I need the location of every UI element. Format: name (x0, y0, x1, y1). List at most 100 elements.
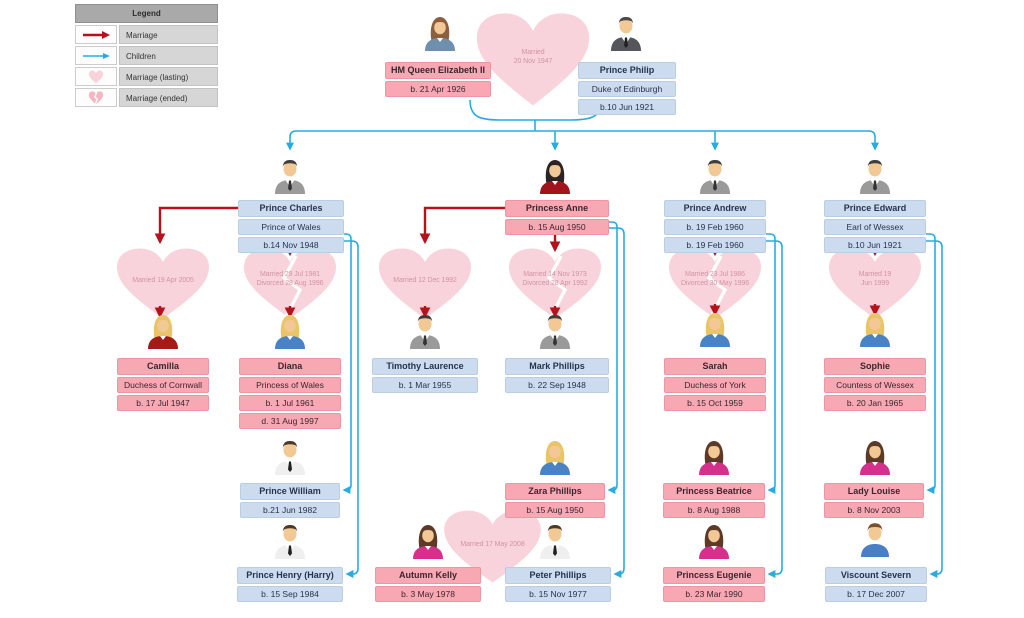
marriage-label: Married 29 Jul 1981 Divorced 28 Aug 1996 (256, 271, 324, 287)
person-title: Duchess of York (664, 377, 766, 393)
marriage-heart-peter-autumn[interactable]: Married 17 May 2008 (440, 508, 545, 586)
legend-label: Children (119, 46, 218, 65)
person-node-harry[interactable]: Prince Henry (Harry) b. 15 Sep 1984 (237, 567, 343, 602)
person-name: Autumn Kelly (375, 567, 481, 584)
peter-avatar-icon (535, 522, 575, 560)
person-node-anne[interactable]: Princess Anne b. 15 Aug 1950 (505, 200, 609, 235)
harry-avatar-icon (270, 522, 310, 560)
person-node-sarah[interactable]: Sarah Duchess of York b. 15 Oct 1959 (664, 358, 766, 411)
charles-avatar-icon (270, 157, 310, 195)
autumn-avatar-icon (408, 522, 448, 560)
marriage-arrow-icon (75, 25, 117, 44)
edward-avatar-icon (855, 157, 895, 195)
marriage-label: Married 19 Jun 1999 (858, 271, 892, 287)
philip-avatar-icon (606, 14, 646, 52)
person-name: Zara Phillips (505, 483, 605, 500)
person-name: Prince Henry (Harry) (237, 567, 343, 584)
person-name: Prince William (240, 483, 340, 500)
person-name: Prince Andrew (664, 200, 766, 217)
person-name: Mark Phillips (505, 358, 609, 375)
heart-ended-icon (75, 88, 117, 107)
person-node-queen[interactable]: HM Queen Elizabeth II b. 21 Apr 1926 (385, 62, 491, 97)
person-node-charles[interactable]: Prince Charles Prince of Wales b.14 Nov … (238, 200, 344, 253)
marriage-label: Married 17 May 2008 (460, 541, 525, 548)
legend-panel: Legend Marriage Children Marriage (lasti… (75, 4, 218, 107)
legend-item-children: Children (75, 46, 218, 65)
person-node-peter[interactable]: Peter Phillips b. 15 Nov 1977 (505, 567, 611, 602)
person-name: HM Queen Elizabeth II (385, 62, 491, 79)
person-born: b. 15 Nov 1977 (505, 586, 611, 602)
zara-avatar-icon (535, 438, 575, 476)
marriage-label: Married 14 Nov 1973 Divorced 28 Apr 1992 (522, 271, 588, 287)
marriage-heart-charles-diana[interactable]: Married 29 Jul 1981 Divorced 28 Aug 1996 (240, 246, 340, 322)
andrew-avatar-icon (695, 157, 735, 195)
person-born: b. 8 Nov 2003 (824, 502, 924, 518)
person-born: b. 21 Apr 1926 (385, 81, 491, 97)
person-name: Viscount Severn (825, 567, 927, 584)
person-born: b. 23 Mar 1990 (663, 586, 765, 602)
person-name: Princess Beatrice (663, 483, 765, 500)
person-born: b. 19 Feb 1960 (664, 219, 766, 235)
marriage-heart-anne-timothy[interactable]: Married 12 Dec 1992 (375, 246, 475, 322)
marriage-label: Married 12 Dec 1992 (393, 277, 457, 284)
person-name: Timothy Laurence (372, 358, 478, 375)
person-node-sophie[interactable]: Sophie Countess of Wessex b. 20 Jan 1965 (824, 358, 926, 411)
person-born: b. 19 Feb 1960 (664, 237, 766, 253)
person-born: b. 17 Jul 1947 (117, 395, 209, 411)
marriage-heart-queen-philip[interactable]: Married 20 Nov 1947 (472, 10, 594, 110)
person-title: Prince of Wales (238, 219, 344, 235)
person-died: d. 31 Aug 1997 (239, 413, 341, 429)
heart-lasting-icon (75, 67, 117, 86)
person-node-autumn[interactable]: Autumn Kelly b. 3 May 1978 (375, 567, 481, 602)
queen-avatar-icon (420, 14, 460, 52)
person-born: b. 3 May 1978 (375, 586, 481, 602)
person-node-william[interactable]: Prince William b.21 Jun 1982 (240, 483, 340, 518)
person-node-diana[interactable]: Diana Princess of Wales b. 1 Jul 1961 d.… (239, 358, 341, 429)
person-node-mark[interactable]: Mark Phillips b. 22 Sep 1948 (505, 358, 609, 393)
legend-item-marriage: Marriage (75, 25, 218, 44)
person-node-louise[interactable]: Lady Louise b. 8 Nov 2003 (824, 483, 924, 518)
diana-avatar-icon (270, 312, 310, 350)
person-name: Peter Phillips (505, 567, 611, 584)
person-name: Princess Anne (505, 200, 609, 217)
person-born: b.21 Jun 1982 (240, 502, 340, 518)
person-node-eugenie[interactable]: Princess Eugenie b. 23 Mar 1990 (663, 567, 765, 602)
person-title: Countess of Wessex (824, 377, 926, 393)
marriage-heart-charles-camilla[interactable]: Married 19 Apr 2005 (113, 246, 213, 322)
person-born: b.10 Jun 1921 (578, 99, 676, 115)
person-name: Prince Charles (238, 200, 344, 217)
person-name: Princess Eugenie (663, 567, 765, 584)
person-name: Camilla (117, 358, 209, 375)
person-name: Diana (239, 358, 341, 375)
person-name: Sophie (824, 358, 926, 375)
marriage-heart-edward-sophie[interactable]: Married 19 Jun 1999 (825, 246, 925, 322)
legend-label: Marriage (ended) (119, 88, 218, 107)
person-born: b. 15 Aug 1950 (505, 502, 605, 518)
sophie-avatar-icon (855, 310, 895, 348)
person-born: b. 22 Sep 1948 (505, 377, 609, 393)
anne-avatar-icon (535, 157, 575, 195)
person-node-zara[interactable]: Zara Phillips b. 15 Aug 1950 (505, 483, 605, 518)
person-node-beatrice[interactable]: Princess Beatrice b. 8 Aug 1988 (663, 483, 765, 518)
eugenie-avatar-icon (694, 522, 734, 560)
person-born: b. 1 Jul 1961 (239, 395, 341, 411)
person-born: b. 17 Dec 2007 (825, 586, 927, 602)
louise-avatar-icon (855, 438, 895, 476)
person-node-severn[interactable]: Viscount Severn b. 17 Dec 2007 (825, 567, 927, 602)
person-name: Lady Louise (824, 483, 924, 500)
severn-avatar-icon (855, 520, 895, 558)
marriage-label: Married 23 Jul 1986 Divorced 30 May 1996 (680, 271, 750, 287)
person-node-timothy[interactable]: Timothy Laurence b. 1 Mar 1955 (372, 358, 478, 393)
person-node-andrew[interactable]: Prince Andrew b. 19 Feb 1960 b. 19 Feb 1… (664, 200, 766, 253)
person-born: b. 1 Mar 1955 (372, 377, 478, 393)
person-born: b.10 Jun 1921 (824, 237, 926, 253)
person-node-philip[interactable]: Prince Philip Duke of Edinburgh b.10 Jun… (578, 62, 676, 115)
person-node-edward[interactable]: Prince Edward Earl of Wessex b.10 Jun 19… (824, 200, 926, 253)
marriage-heart-anne-mark[interactable]: Married 14 Nov 1973 Divorced 28 Apr 1992 (505, 246, 605, 322)
marriage-heart-andrew-sarah[interactable]: Married 23 Jul 1986 Divorced 30 May 1996 (665, 246, 765, 322)
legend-item-marriage-lasting: Marriage (lasting) (75, 67, 218, 86)
person-name: Prince Edward (824, 200, 926, 217)
person-node-camilla[interactable]: Camilla Duchess of Cornwall b. 17 Jul 19… (117, 358, 209, 411)
person-born: b.14 Nov 1948 (238, 237, 344, 253)
